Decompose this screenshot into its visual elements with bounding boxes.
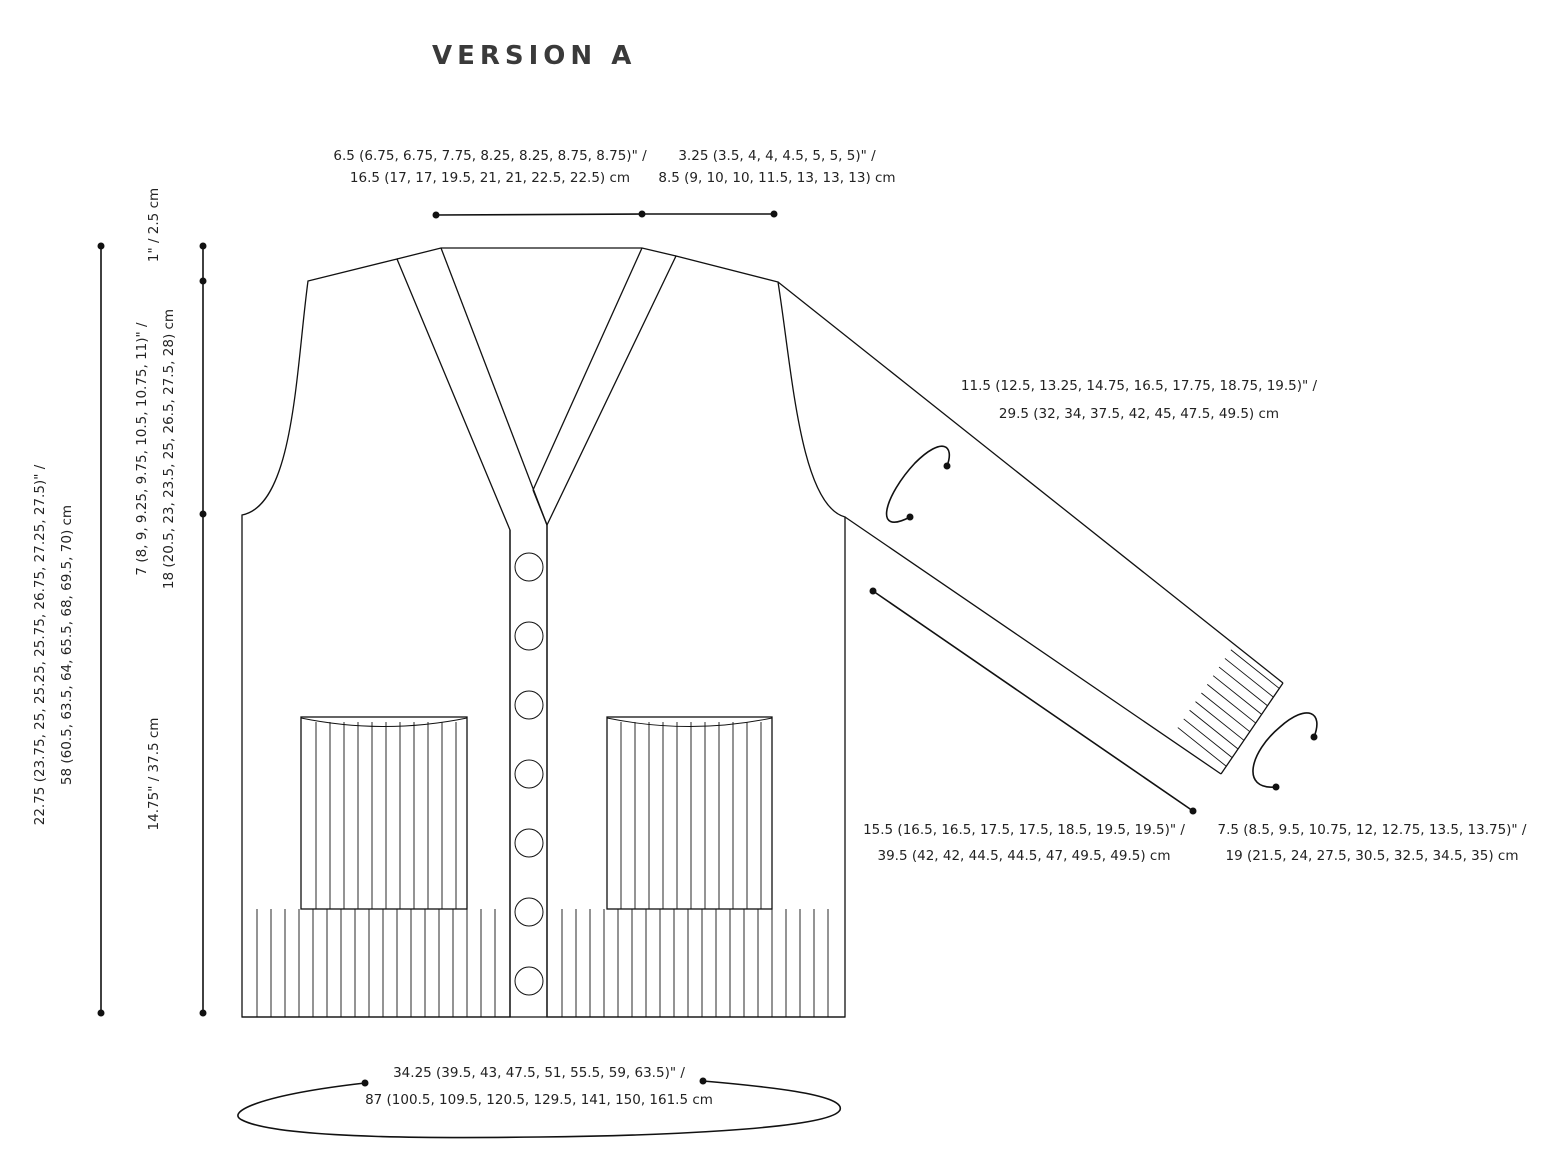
left-pocket-outline <box>300 716 468 910</box>
left-band-inner-edge <box>440 247 548 526</box>
neck-width-label-imperial: 6.5 (6.75, 6.75, 7.75, 8.25, 8.25, 8.75,… <box>333 148 647 164</box>
cuff-rib-line <box>1201 692 1251 733</box>
buttons <box>514 552 544 996</box>
upper-arm-label-imperial: 11.5 (12.5, 13.25, 14.75, 16.5, 17.75, 1… <box>961 378 1318 394</box>
button <box>514 966 544 996</box>
right-pocket-ribbing <box>620 722 762 909</box>
upper-arm-label-metric: 29.5 (32, 34, 37.5, 42, 45, 47.5, 49.5) … <box>999 406 1279 422</box>
marker-dot <box>199 1009 207 1017</box>
cuff-rib-line <box>1218 666 1268 707</box>
marker-dot <box>638 210 646 218</box>
band-overlap-edge <box>532 489 548 526</box>
button <box>514 690 544 720</box>
cuff-loop <box>1252 712 1318 788</box>
button <box>514 552 544 582</box>
chest-label-imperial: 34.25 (39.5, 43, 47.5, 51, 55.5, 59, 63.… <box>393 1065 685 1081</box>
chest-label-metric: 87 (100.5, 109.5, 120.5, 129.5, 141, 150… <box>365 1092 713 1108</box>
sleeve-length-label-imperial: 15.5 (16.5, 16.5, 17.5, 17.5, 18.5, 19.5… <box>863 822 1185 838</box>
upper-arm-loop <box>885 445 951 523</box>
cuff-rib-line <box>1230 649 1280 689</box>
marker-dot <box>432 211 440 219</box>
hem-ribbing <box>256 909 829 1017</box>
right-front-outline <box>546 255 846 1018</box>
diagram-title: VERSION A <box>432 41 636 71</box>
marker-dot <box>361 1079 369 1087</box>
cuff-rib-line <box>1212 675 1262 715</box>
cuff-rib-line <box>1189 709 1239 750</box>
cuff-rib-line <box>1224 658 1274 698</box>
sleeve-bottom-edge <box>844 516 1222 775</box>
sleeve-cuff-edge <box>1220 682 1284 775</box>
neck-width-label-metric: 16.5 (17, 17, 19.5, 21, 21, 22.5, 22.5) … <box>350 170 630 186</box>
cuff-label-metric: 19 (21.5, 24, 27.5, 30.5, 32.5, 34.5, 35… <box>1225 848 1518 864</box>
sleeve-length-line <box>872 590 1194 812</box>
button <box>514 828 544 858</box>
sleeve-top-edge <box>777 281 1284 684</box>
sleeve-length-label-metric: 39.5 (42, 42, 44.5, 44.5, 47, 49.5, 49.5… <box>877 848 1170 864</box>
cuff-rib-line <box>1195 701 1245 741</box>
shoulder-drop-label: 1" / 2.5 cm <box>146 188 162 262</box>
marker-dot <box>199 277 207 285</box>
marker-dot <box>699 1077 707 1085</box>
left-front-outline <box>241 258 511 1018</box>
measurement-labels: 6.5 (6.75, 6.75, 7.75, 8.25, 8.25, 8.75,… <box>32 148 1527 1108</box>
cuff-ribbing <box>1177 649 1280 767</box>
left-pocket <box>300 716 468 910</box>
sleeve <box>777 281 1284 775</box>
body-length-label: 14.75" / 37.5 cm <box>146 718 162 831</box>
dimension-markers <box>97 210 1318 1139</box>
right-pocket <box>606 716 773 910</box>
back-neck <box>396 247 677 260</box>
marker-dot <box>869 587 877 595</box>
neck-width-line <box>435 213 643 216</box>
armhole-depth-label-metric: 18 (20.5, 23, 23.5, 25, 26.5, 27.5, 28) … <box>161 309 177 589</box>
right-pocket-curve <box>606 717 773 727</box>
cuff-label-imperial: 7.5 (8.5, 9.5, 10.75, 12, 12.75, 13.5, 1… <box>1218 822 1527 838</box>
armhole-depth-label-imperial: 7 (8, 9, 9.25, 9.75, 10.5, 10.75, 11)" / <box>134 322 150 576</box>
marker-dot <box>97 242 105 250</box>
button <box>514 759 544 789</box>
left-pocket-ribbing <box>315 722 457 909</box>
shoulder-width-label-imperial: 3.25 (3.5, 4, 4, 4.5, 5, 5, 5)" / <box>678 148 876 164</box>
cuff-rib-line <box>1206 684 1257 724</box>
total-length-label-metric: 58 (60.5, 63.5, 64, 65.5, 68, 69.5, 70) … <box>59 505 75 785</box>
right-pocket-outline <box>606 716 773 910</box>
chest-ellipse <box>237 1080 841 1139</box>
marker-dot <box>199 510 207 518</box>
marker-dot <box>1310 733 1318 741</box>
right-band-inner-edge <box>532 247 643 491</box>
button <box>514 621 544 651</box>
left-pocket-curve <box>300 717 468 727</box>
marker-dot <box>199 242 207 250</box>
button <box>514 897 544 927</box>
shoulder-width-label-metric: 8.5 (9, 10, 10, 11.5, 13, 13, 13) cm <box>658 170 895 186</box>
marker-dot <box>943 462 951 470</box>
marker-dot <box>97 1009 105 1017</box>
total-length-label-imperial: 22.75 (23.75, 25, 25.25, 25.75, 26.75, 2… <box>32 464 48 825</box>
cuff-rib-line <box>1177 727 1227 767</box>
cardigan-body <box>241 247 846 1018</box>
marker-dot <box>770 210 778 218</box>
cuff-rib-line <box>1183 718 1233 758</box>
marker-dot <box>1189 807 1197 815</box>
marker-dot <box>1272 783 1280 791</box>
marker-dot <box>906 513 914 521</box>
